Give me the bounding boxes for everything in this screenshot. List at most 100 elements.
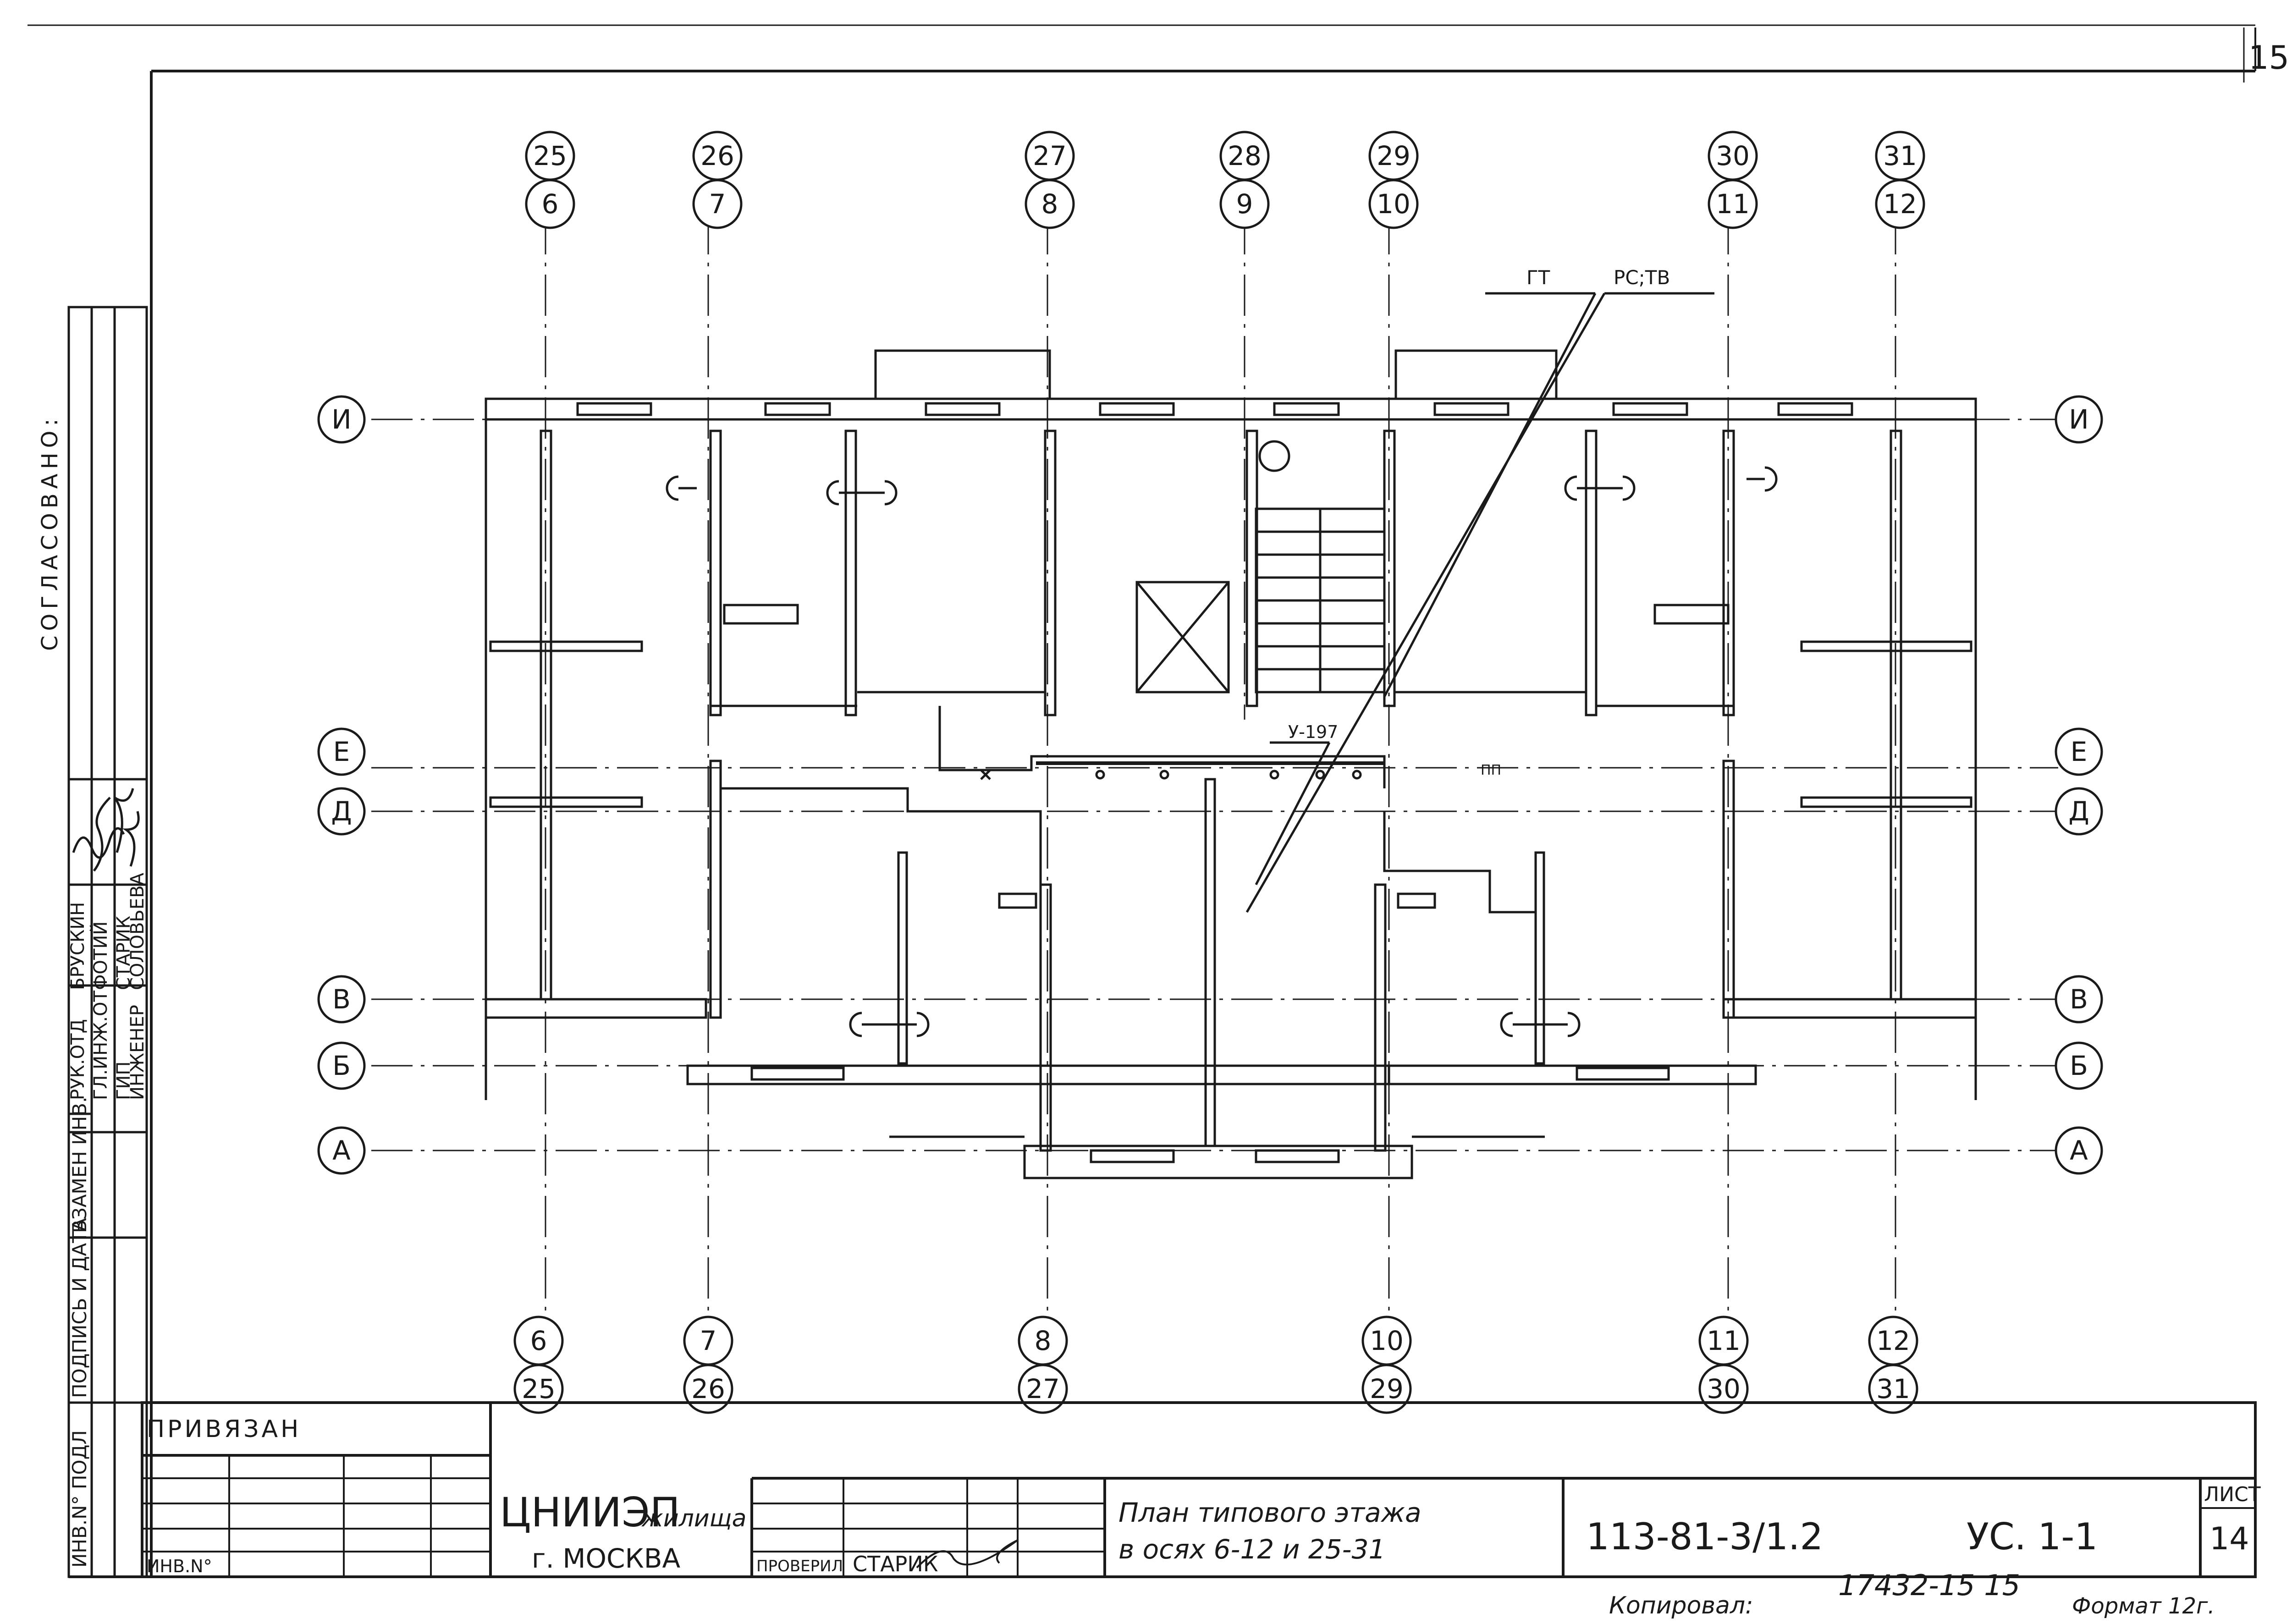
axis-row-right-1: Е: [2055, 727, 2103, 776]
axis-row-left-0-circle: [317, 395, 366, 444]
axis-row-left-2-label: Д: [331, 796, 352, 827]
axis-top-lower-9: 9: [1219, 179, 1270, 229]
bound-label: ПРИВЯЗАН: [147, 1415, 301, 1443]
axis-top-upper-26: 26: [692, 131, 743, 181]
org-name: ЦНИИЭП: [500, 1489, 680, 1536]
axis-top-lower-6-circle: [525, 179, 575, 229]
staff-name-1: БРУСКИН: [67, 902, 88, 990]
axis-top-lower-8-circle: [1025, 179, 1075, 229]
axis-bottom-upper-7: 7: [683, 1316, 733, 1366]
axis-top-upper-25-label: 25: [533, 140, 567, 171]
axis-bottom-upper-7-label: 7: [700, 1325, 717, 1356]
axis-row-left-2: Д: [317, 787, 366, 836]
axis-top-lower-7-circle: [692, 179, 743, 229]
inv-label: ИНВ.N°: [147, 1556, 212, 1576]
axis-row-left-1-circle: [317, 727, 366, 776]
checked-label: ПРОВЕРИЛ: [756, 1557, 843, 1575]
staff-role-2: ГЛ.ИНЖ.ОТ: [90, 991, 111, 1100]
axis-top-lower-10-label: 10: [1377, 188, 1410, 220]
axis-bottom-lower-27-label: 27: [1026, 1373, 1060, 1404]
walls: [485, 292, 1977, 1179]
axis-row-left-2-circle: [317, 787, 366, 836]
axis-bottom-upper-8: 8: [1018, 1316, 1068, 1366]
signature-starik: [113, 788, 134, 853]
axis-row-right-5-circle: [2055, 1126, 2103, 1175]
axis-bottom-lower-29-circle: [1361, 1364, 1412, 1414]
checked-name: СТАРИК: [853, 1552, 938, 1576]
axis-top-lower-7: 7: [692, 179, 743, 229]
axis-bottom-upper-12: 12: [1868, 1316, 1918, 1366]
axis-top-upper-25: 25: [525, 131, 575, 181]
axis-top-lower-11-label: 11: [1716, 188, 1750, 220]
axis-bottom-upper-12-label: 12: [1876, 1325, 1910, 1356]
staff-role-3: ГИП: [113, 1062, 134, 1100]
axis-row-left-5-circle: [317, 1126, 366, 1175]
axis-top-upper-27-label: 27: [1033, 140, 1067, 171]
title-line-2: в осях 6-12 и 25-31: [1118, 1534, 1385, 1565]
axis-top-upper-27: 27: [1025, 131, 1075, 181]
axis-bottom-upper-10-label: 10: [1370, 1325, 1404, 1356]
axis-top-upper-28-label: 28: [1228, 140, 1262, 171]
axis-row-right-0: И: [2055, 395, 2103, 444]
axis-bottom-lower-26: 26: [683, 1364, 733, 1414]
axis-top-upper-30: 30: [1708, 131, 1758, 181]
axis-row-right-5: А: [2055, 1126, 2103, 1175]
grid-axes: [371, 213, 2058, 1325]
org-suffix: жилища: [641, 1505, 747, 1532]
doc-mark: УС. 1-1: [1967, 1515, 2098, 1558]
axis-row-right-3-label: В: [2070, 984, 2088, 1015]
axis-bottom-upper-10: 10: [1361, 1316, 1412, 1366]
axis-row-left-4-circle: [317, 1041, 366, 1090]
axis-top-lower-12-label: 12: [1883, 188, 1917, 220]
label-riser: У-197: [1288, 722, 1338, 742]
axis-top-lower-9-label: 9: [1236, 188, 1253, 220]
axis-bottom-lower-31: 31: [1868, 1364, 1918, 1414]
axis-top-upper-31-label: 31: [1883, 140, 1917, 171]
axis-top-upper-26-label: 26: [700, 140, 734, 171]
axis-top-lower-12-circle: [1875, 179, 1925, 229]
axis-top-lower-6-label: 6: [542, 188, 559, 220]
axis-row-left-3-circle: [317, 975, 366, 1024]
axis-top-lower-11-circle: [1708, 179, 1758, 229]
axis-bottom-lower-27-circle: [1018, 1364, 1068, 1414]
axis-row-right-3-circle: [2055, 975, 2103, 1024]
staff-name-4: СОЛОВЬЕВА: [127, 872, 148, 990]
axis-top-lower-10-circle: [1368, 179, 1419, 229]
top-axis-markers: 25 6 26 7 27 8 28 9 29 10 30 11 31 12: [525, 131, 1925, 229]
axis-row-left-3-label: В: [332, 984, 351, 1015]
format-label: Формат 12г.: [2072, 1593, 2215, 1619]
axis-row-right-4-circle: [2055, 1041, 2103, 1090]
axis-bottom-lower-27: 27: [1018, 1364, 1068, 1414]
axis-top-upper-28: 28: [1219, 131, 1270, 181]
axis-top-upper-30-label: 30: [1716, 140, 1750, 171]
axis-row-right-4: Б: [2055, 1041, 2103, 1090]
axis-top-upper-29-label: 29: [1377, 140, 1410, 171]
label-rc: РС;ТВ: [1614, 266, 1670, 289]
staff-name-2: ФОТИЙ: [89, 921, 111, 990]
axis-row-left-1-label: Е: [333, 736, 350, 767]
axis-row-left-5-label: А: [332, 1135, 351, 1166]
axis-bottom-upper-11: 11: [1698, 1316, 1749, 1366]
axis-bottom-lower-25-label: 25: [522, 1373, 556, 1404]
axis-top-lower-8-label: 8: [1041, 188, 1058, 220]
axis-bottom-upper-6: 6: [513, 1316, 564, 1366]
sheet-label: ЛИСТ: [2204, 1483, 2261, 1506]
floor-plan: ГТ РС;ТВ У-197 ПП 2562672782892910301131…: [317, 131, 2103, 1414]
staff-name-3: СТАРИК: [113, 916, 134, 990]
copied-label: Копировал:: [1609, 1592, 1753, 1619]
archive-number: 17432-15 15: [1838, 1569, 2020, 1602]
axis-bottom-upper-8-label: 8: [1035, 1325, 1052, 1356]
title-line-1: План типового этажа: [1118, 1497, 1421, 1528]
label-gt: ГТ: [1526, 266, 1550, 289]
axis-top-upper-29: 29: [1368, 131, 1419, 181]
axis-top-lower-7-label: 7: [709, 188, 726, 220]
org-city: г. МОСКВА: [532, 1543, 681, 1574]
signature-bruskin: [72, 827, 125, 859]
axis-bottom-lower-29: 29: [1361, 1364, 1412, 1414]
signature-solovyova: [122, 811, 140, 867]
axis-row-right-3: В: [2055, 975, 2103, 1024]
signature-fotiy: [93, 797, 111, 872]
